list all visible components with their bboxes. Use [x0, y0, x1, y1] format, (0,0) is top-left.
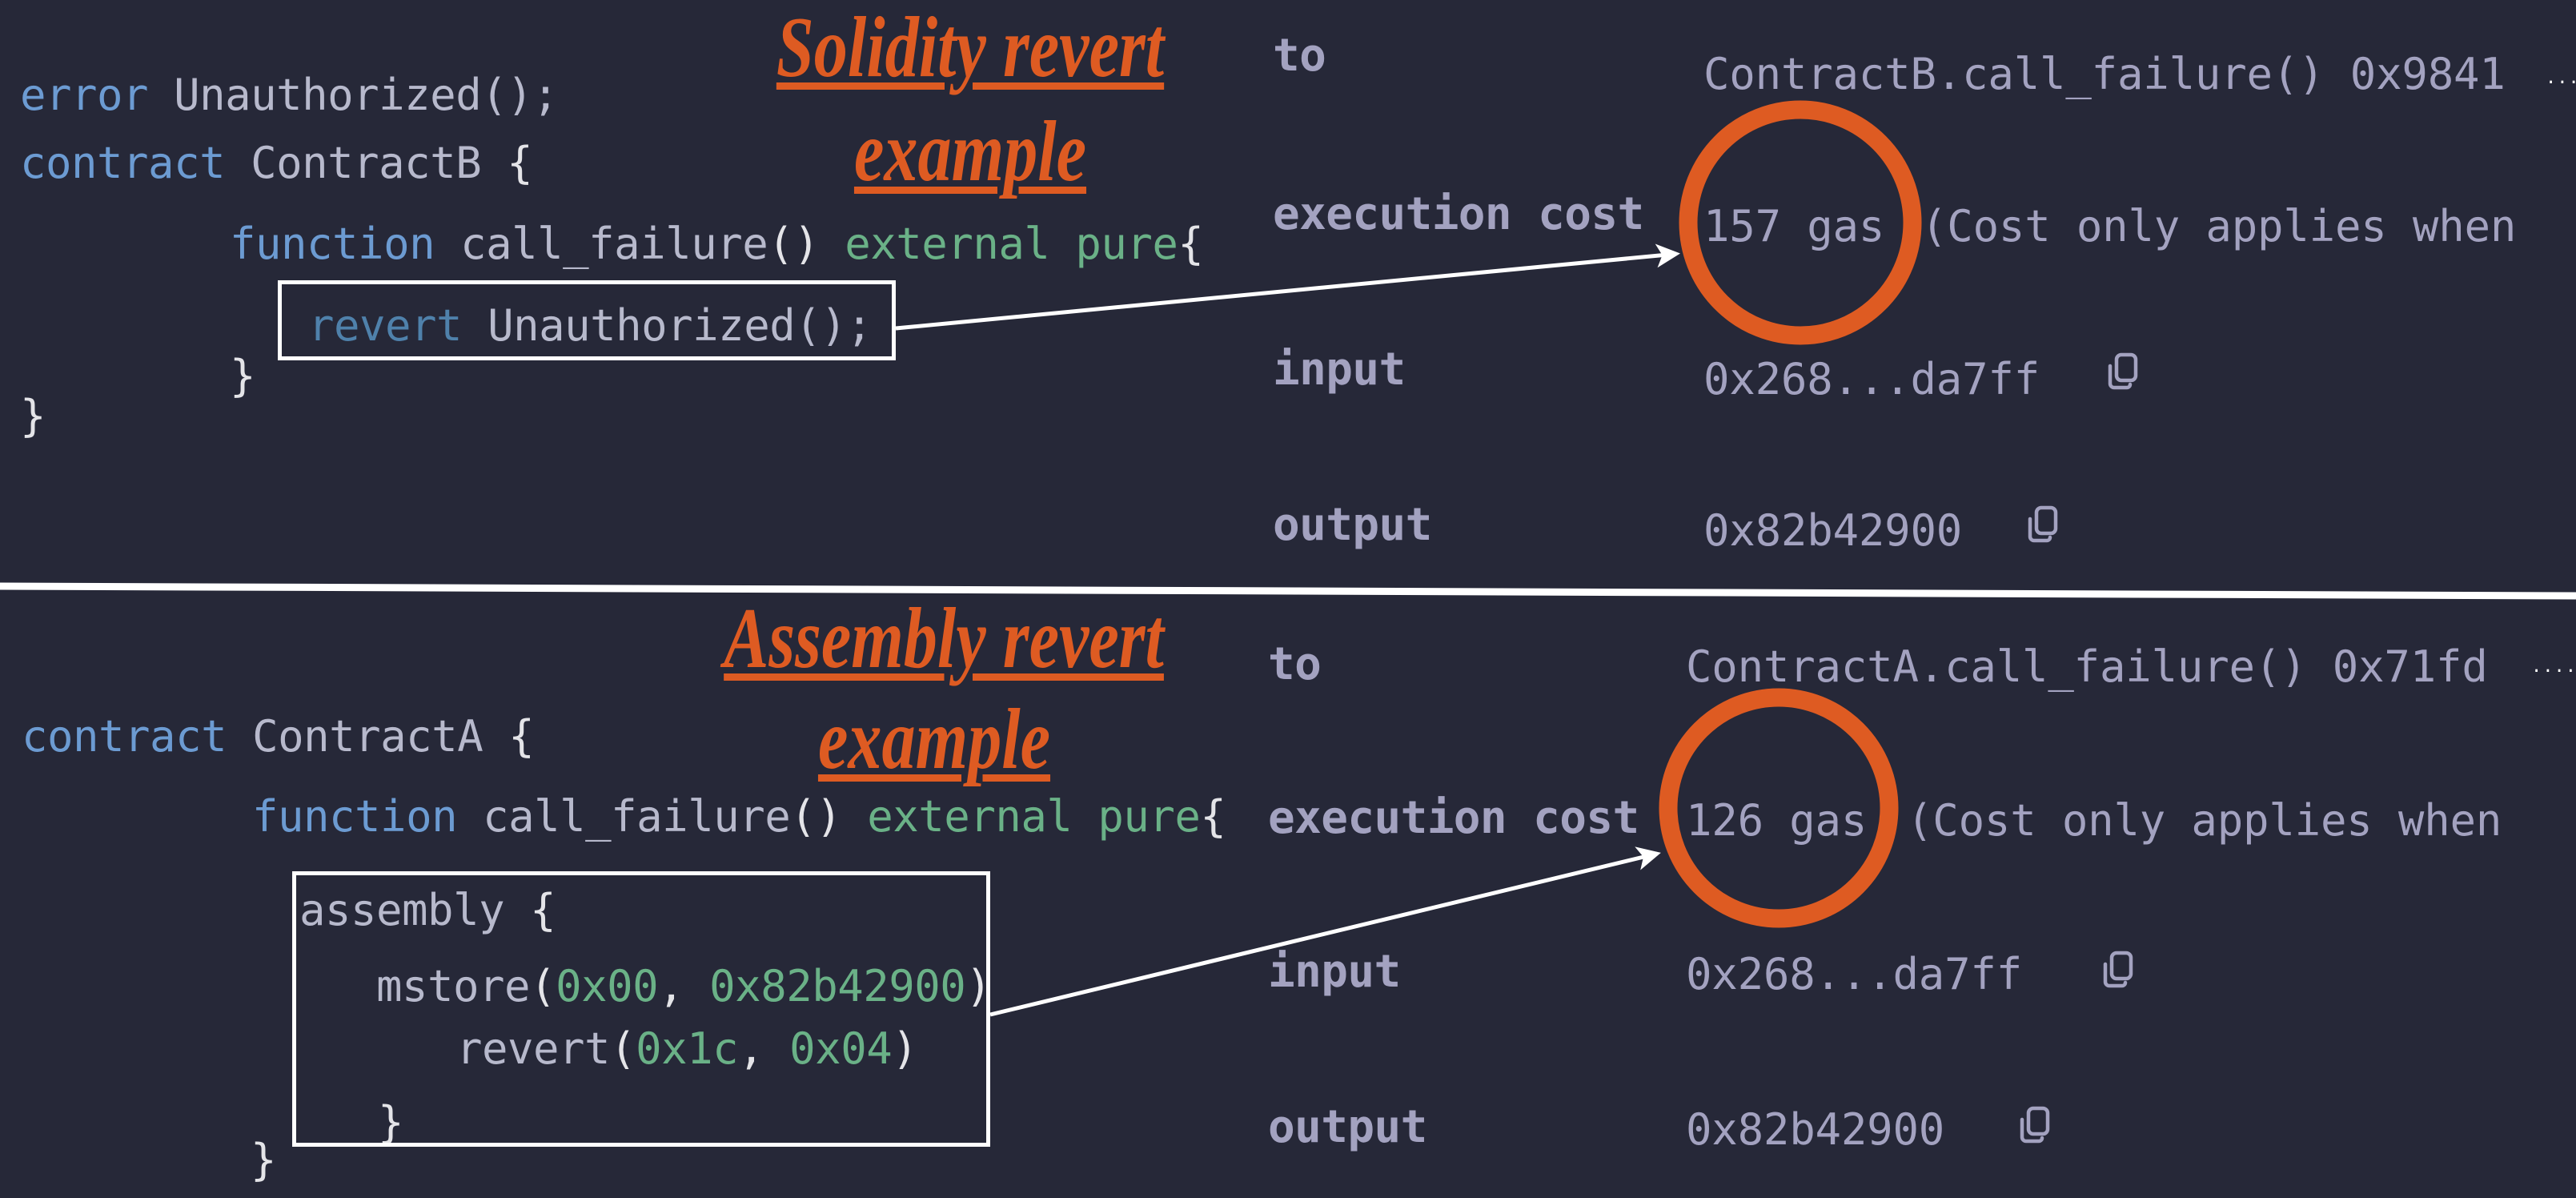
code-keyword: function — [252, 791, 458, 842]
code-line: } — [20, 391, 46, 441]
code-line: mstore(0x00, 0x82b42900) — [376, 965, 992, 1008]
code-parens: () — [790, 791, 842, 842]
code-number: 0x00 — [556, 961, 659, 1011]
detail-label-to: to — [1273, 30, 1326, 82]
detail-label-execution-cost: execution cost — [1268, 792, 1639, 844]
detail-value-execution-cost: 126 gas — [1686, 795, 1868, 846]
code-number: 0x1c — [636, 1023, 739, 1074]
code-modifiers: external pure — [841, 791, 1201, 842]
section-title: example — [853, 104, 1087, 199]
code-line: } — [230, 351, 256, 401]
code-text: ContractB — [225, 138, 508, 188]
code-keyword: contract — [22, 711, 227, 762]
detail-label-input: input — [1273, 344, 1406, 396]
detail-note-execution-cost: (Cost only applies when — [1907, 795, 2502, 846]
code-line: } — [378, 1097, 404, 1148]
code-keyword: error — [20, 70, 149, 120]
code-paren: ) — [892, 1023, 918, 1074]
code-line: revert(0x1c, 0x04) — [456, 1027, 918, 1071]
code-text: call_failure — [457, 791, 791, 842]
code-sep: , — [658, 961, 710, 1011]
detail-value-output: 0x82b42900 — [1703, 505, 1963, 556]
code-brace: { — [508, 711, 535, 762]
copy-icon[interactable] — [2020, 503, 2062, 545]
code-brace: { — [1178, 219, 1204, 269]
code-line: function call_failure() external pure{ — [230, 223, 1204, 266]
highlight-box — [292, 871, 990, 1147]
copy-icon[interactable] — [2096, 948, 2137, 990]
code-text: ContractA — [227, 711, 509, 762]
code-line: contract ContractA { — [22, 715, 535, 758]
code-line: function call_failure() external pure{ — [252, 795, 1226, 838]
section-title: Solidity revert — [776, 0, 1165, 95]
code-text: Unauthorized(); — [148, 70, 559, 120]
detail-note-execution-cost: (Cost only applies when — [1921, 201, 2517, 251]
code-paren: ( — [610, 1023, 636, 1074]
detail-label-to: to — [1268, 638, 1322, 690]
truncation-ellipsis[interactable]: ..... — [2546, 68, 2576, 88]
code-fn: revert — [456, 1023, 611, 1074]
code-text: call_failure — [435, 219, 768, 269]
detail-value-input: 0x268...da7ff — [1686, 949, 2023, 999]
detail-value-input: 0x268...da7ff — [1703, 354, 2040, 404]
truncation-ellipsis[interactable]: ..... — [2531, 657, 2576, 677]
panel-divider — [0, 582, 2576, 600]
copy-icon[interactable] — [2012, 1104, 2054, 1145]
section-title: Assembly revert — [724, 591, 1164, 686]
code-line: error Unauthorized(); — [20, 74, 559, 117]
code-modifiers: external pure — [819, 219, 1178, 269]
detail-value-execution-cost: 157 gas — [1703, 201, 1885, 251]
section-title: example — [817, 692, 1051, 787]
detail-label-execution-cost: execution cost — [1273, 188, 1644, 240]
code-line: assembly { — [299, 889, 556, 932]
code-paren: ( — [530, 961, 556, 1011]
detail-label-output: output — [1268, 1101, 1427, 1153]
code-text: Unauthorized(); — [462, 300, 873, 351]
highlight-box — [278, 280, 896, 360]
code-keyword: revert — [308, 300, 463, 351]
code-keyword: function — [230, 219, 435, 269]
code-brace: { — [507, 138, 533, 188]
code-line-highlighted: revert Unauthorized(); — [308, 304, 873, 348]
code-brace: { — [530, 885, 556, 935]
detail-value-to: ContractA.call_failure() 0x71fd — [1686, 641, 2488, 692]
code-text: assembly — [299, 885, 531, 935]
detail-value-output: 0x82b42900 — [1686, 1104, 1945, 1155]
code-sep: , — [738, 1023, 790, 1074]
detail-label-input: input — [1268, 946, 1401, 998]
code-keyword: contract — [20, 138, 226, 188]
code-line: contract ContractB { — [20, 142, 533, 185]
code-brace: { — [1200, 791, 1226, 842]
code-number: 0x82b42900 — [709, 961, 966, 1011]
code-parens: () — [768, 219, 820, 269]
code-number: 0x04 — [789, 1023, 893, 1074]
code-line: } — [251, 1135, 277, 1185]
detail-value-to: ContractB.call_failure() 0x9841 — [1703, 49, 2506, 99]
detail-label-output: output — [1273, 499, 1432, 551]
code-fn: mstore — [376, 961, 531, 1011]
copy-icon[interactable] — [2101, 350, 2142, 392]
